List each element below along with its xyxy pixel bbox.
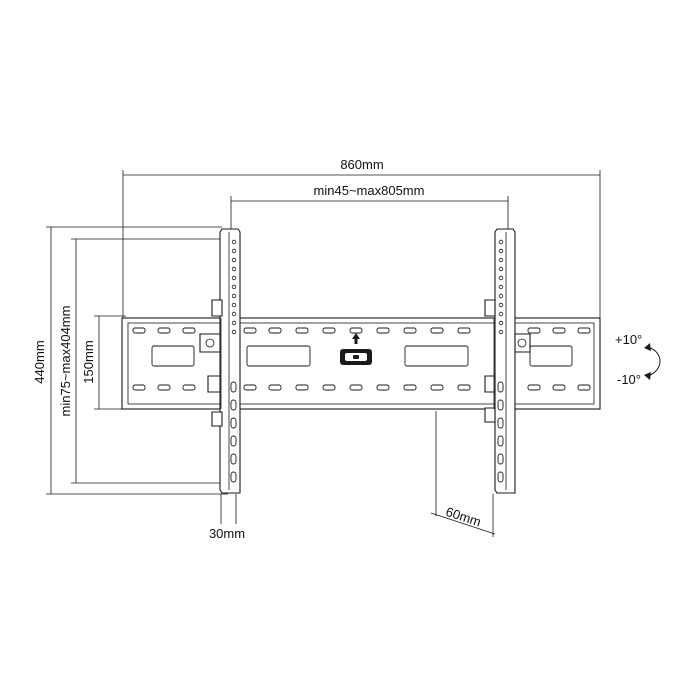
plate-height-label: 150mm bbox=[81, 340, 96, 383]
overall-width-label: 860mm bbox=[340, 157, 383, 172]
vesa-vertical-label: min75~max404mm bbox=[58, 306, 73, 417]
lower-slot-row bbox=[132, 384, 591, 391]
vesa-vertical-dimension: min75~max404mm bbox=[58, 238, 222, 484]
plate-window-right bbox=[529, 345, 573, 367]
vesa-horizontal-dimension: min45~max805mm bbox=[230, 183, 509, 235]
right-bracket-arm bbox=[484, 228, 531, 494]
wall-distance-dimension: 30mm bbox=[209, 494, 245, 541]
overall-height-label: 440mm bbox=[32, 340, 47, 383]
tilt-depth-dimension: 60mm bbox=[430, 411, 496, 537]
tilt-indicator: +10° -10° bbox=[615, 332, 661, 387]
left-arm-holes bbox=[230, 239, 237, 483]
wall-distance-label: 30mm bbox=[209, 526, 245, 541]
curved-arrow-icon bbox=[644, 343, 661, 380]
tilt-down-label: -10° bbox=[617, 372, 641, 387]
wall-plate bbox=[121, 317, 601, 410]
left-bracket-arm bbox=[199, 228, 241, 494]
tilt-up-label: +10° bbox=[615, 332, 642, 347]
bubble-level-icon bbox=[340, 333, 372, 365]
plate-window-center-left bbox=[246, 345, 311, 367]
overall-height-dimension: 440mm bbox=[32, 226, 228, 495]
upper-slot-row bbox=[132, 327, 591, 334]
right-arm-holes bbox=[497, 239, 504, 483]
tilt-depth-label: 60mm bbox=[444, 504, 483, 529]
overall-width-dimension: 860mm bbox=[122, 157, 601, 322]
plate-height-dimension: 150mm bbox=[81, 315, 126, 410]
vesa-horizontal-label: min45~max805mm bbox=[314, 183, 425, 198]
plate-window-center-right bbox=[404, 345, 469, 367]
plate-window-left bbox=[151, 345, 195, 367]
